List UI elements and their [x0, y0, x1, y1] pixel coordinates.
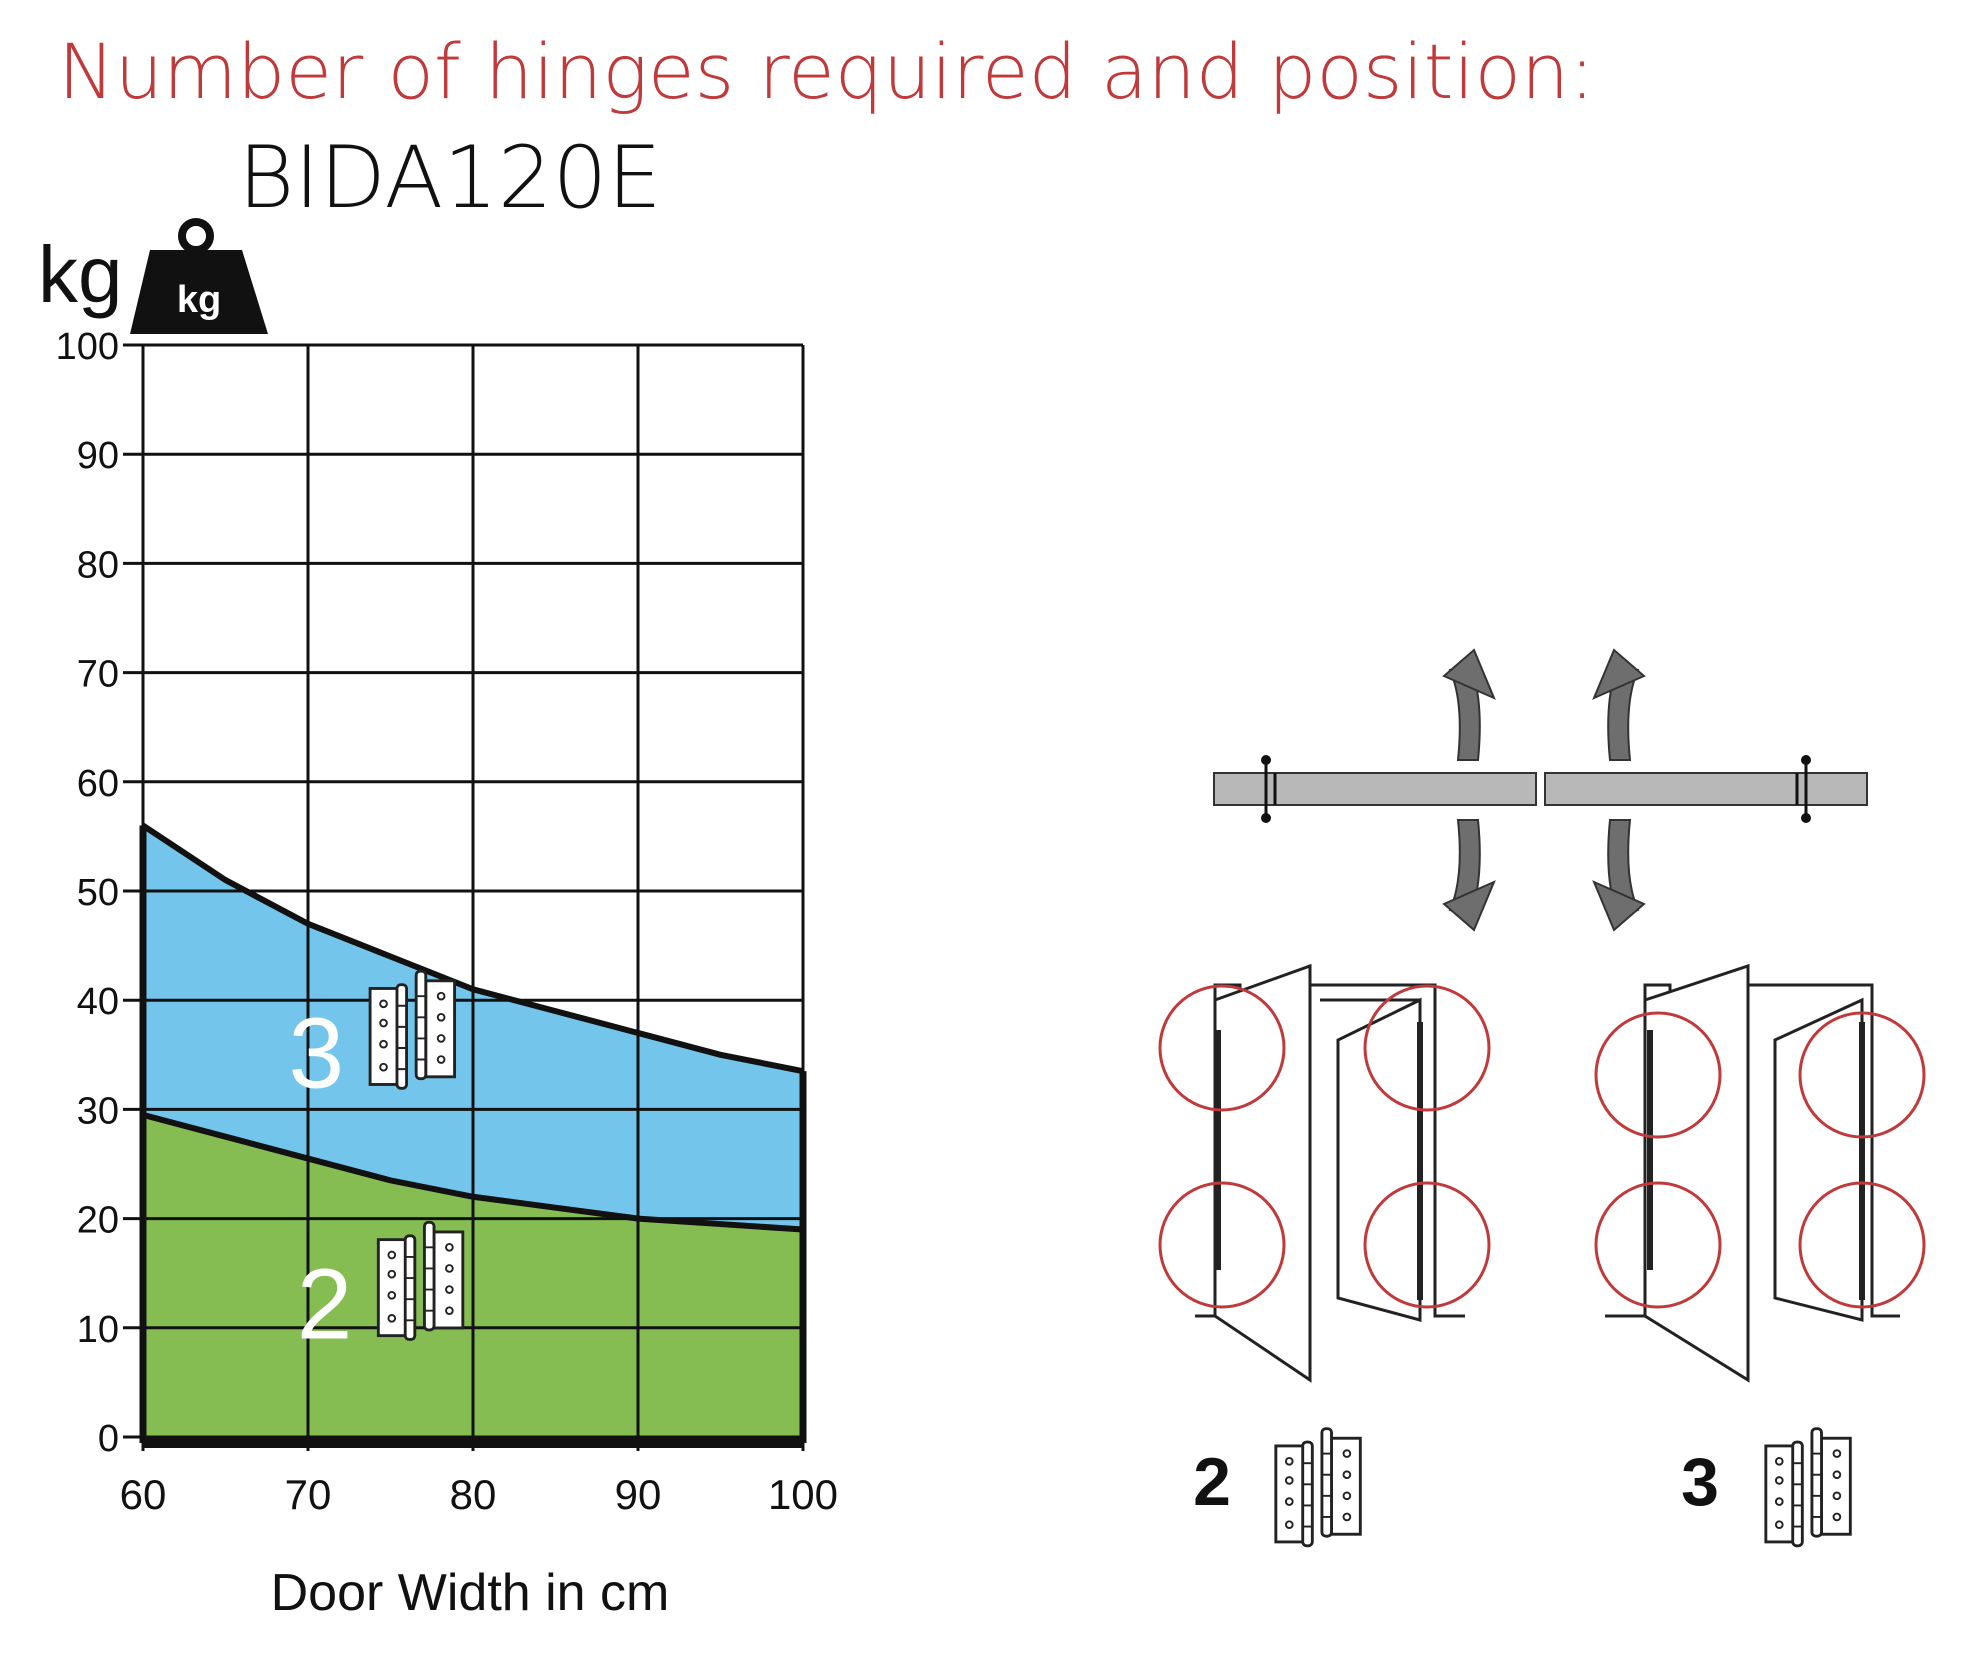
x-tick-label: 70 [285, 1471, 332, 1518]
x-tick-label: 100 [768, 1471, 838, 1518]
page-heading: Number of hinges required and position: [58, 27, 1595, 116]
hinge-position-circles-b [1594, 1011, 1926, 1309]
hinge-icon [1274, 1426, 1363, 1548]
y-tick-label: 60 [77, 763, 119, 805]
door-leaf-right-plan [1544, 772, 1868, 806]
hinge-position-circles-a [1158, 984, 1491, 1309]
series-line-3 [141, 822, 804, 1075]
weight-icon-label: kg [177, 279, 221, 321]
swing-door-diagram: 2 3 [1158, 648, 1926, 1548]
y-tick-label: 100 [56, 326, 119, 368]
door-set-two-hinges [1195, 963, 1465, 1383]
door-leaf-left-plan [1213, 772, 1537, 806]
y-tick-label: 10 [77, 1309, 119, 1351]
y-tick-label: 30 [77, 1090, 119, 1132]
x-tick-label: 80 [450, 1471, 497, 1518]
y-tick-label: 0 [98, 1418, 119, 1460]
hinge-chart: 0 10 20 30 40 50 60 70 80 90 100 60 70 80 90 100 3 2 [56, 326, 838, 1518]
swing-direction-arrows-icon [1442, 648, 1646, 932]
option-label-two: 2 [1193, 1444, 1231, 1520]
y-tick-label: 90 [77, 435, 119, 477]
weight-kg-icon: kg [130, 218, 268, 334]
x-tick-label: 90 [615, 1471, 662, 1518]
model-title: BIDA120E [238, 128, 662, 228]
door-set-three-hinges [1605, 963, 1900, 1383]
option-label-three: 3 [1681, 1444, 1719, 1520]
region-label-3: 3 [288, 998, 344, 1110]
x-tick-label: 60 [120, 1471, 167, 1518]
y-axis-label: kg [38, 230, 123, 319]
y-tick-label: 70 [77, 654, 119, 696]
series-line-2 [142, 1111, 804, 1233]
y-tick-label: 20 [77, 1200, 119, 1242]
y-tick-label: 40 [77, 981, 119, 1023]
region-label-2: 2 [297, 1249, 353, 1361]
y-tick-label: 50 [77, 872, 119, 914]
hinge-icon [1764, 1426, 1853, 1548]
y-tick-label: 80 [77, 544, 119, 586]
x-axis-label: Door Width in cm [271, 1564, 670, 1622]
